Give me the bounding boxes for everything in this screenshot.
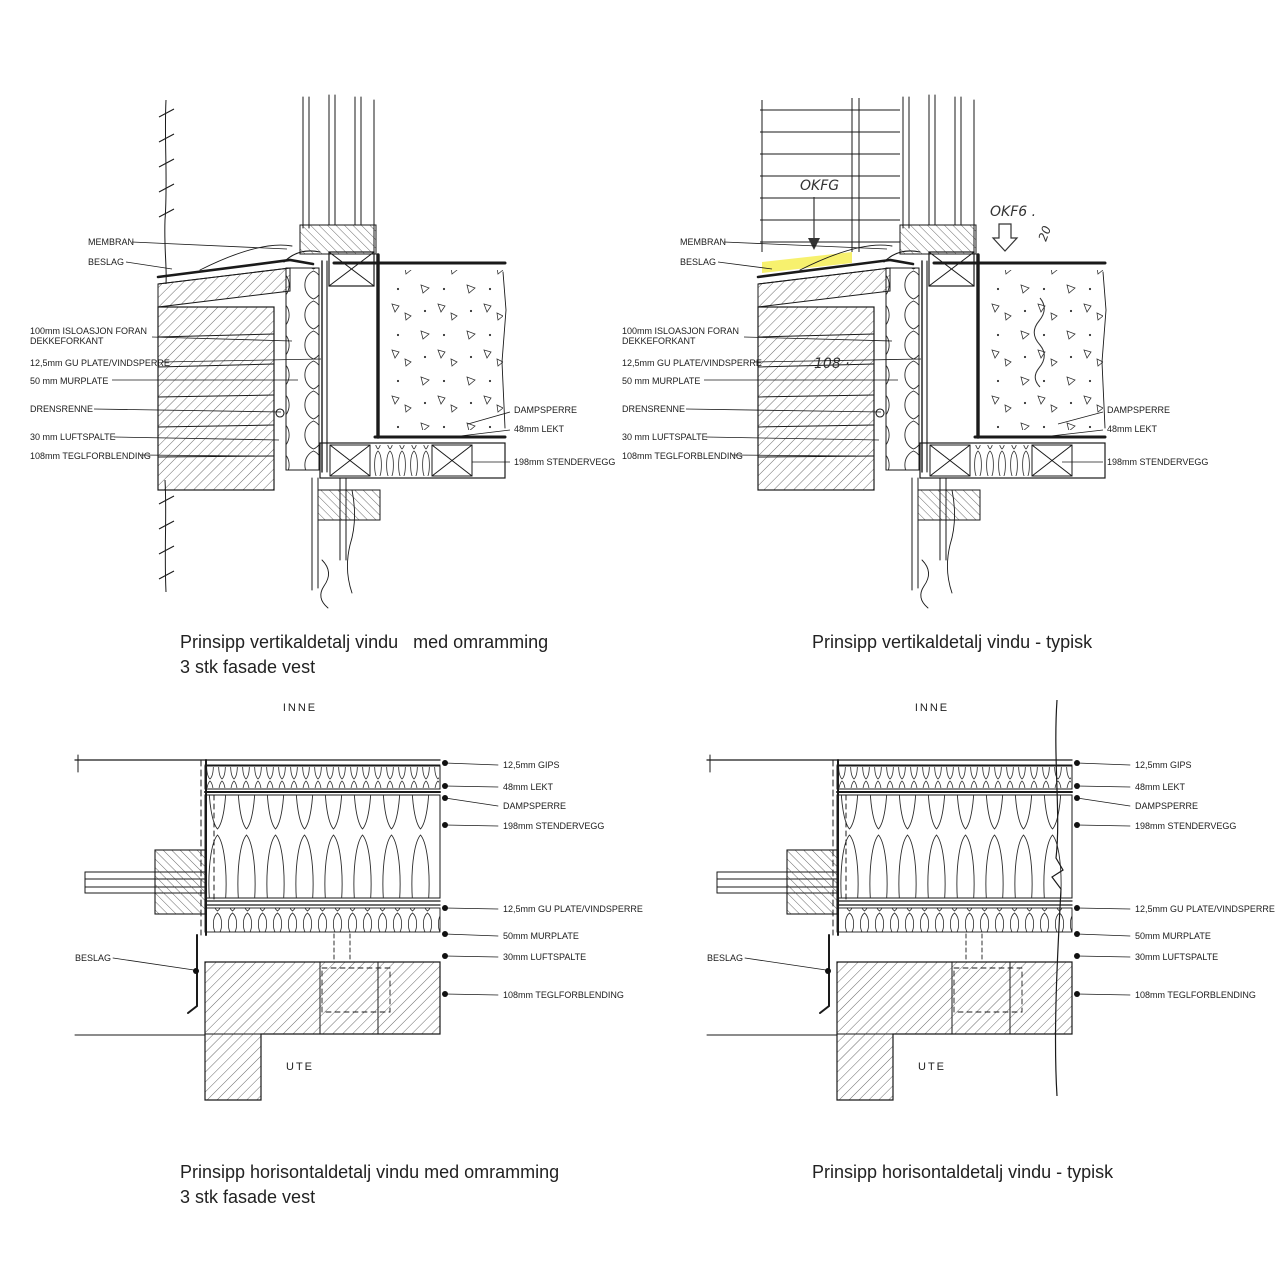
label-isolasjon-2: DEKKEFORKANT [622, 336, 696, 346]
label-gips: 12,5mm GIPS [1135, 760, 1192, 770]
label-gu-plate: 12,5mm GU PLATE/VINDSPERRE [622, 358, 762, 368]
vertical-detail-right: OKFG OKF6 . 20 108 · MEMBRAN BESLAG 100m… [622, 93, 1208, 652]
label-beslag: BESLAG [707, 953, 743, 963]
label-stendervegg: 198mm STENDERVEGG [503, 821, 604, 831]
label-gu-plate: 12,5mm GU PLATE/VINDSPERRE [503, 904, 643, 914]
label-membran: MEMBRAN [680, 237, 726, 247]
label-dampsperre: DAMPSPERRE [503, 801, 566, 811]
label-beslag: BESLAG [88, 257, 124, 267]
hollow-arrow-down-icon [991, 223, 1019, 252]
caption-horizontal-left-line2: 3 stk fasade vest [180, 1187, 315, 1207]
label-luftspalte: 30mm LUFTSPALTE [503, 952, 586, 962]
cladding-course-lines [760, 98, 900, 252]
annotation-108: 108 · [814, 356, 850, 372]
label-teglforblending: 108mm TEGLFORBLENDING [503, 990, 624, 1000]
horizontal-detail-right: INNE BESLAG 12,5mm GIPS 48mm LEKT DAMPSP… [706, 699, 1275, 1182]
label-stendervegg: 198mm STENDERVEGG [1135, 821, 1236, 831]
vertical-detail-left: MEMBRAN BESLAG 100mm ISLOASJON FORAN DEK… [30, 93, 615, 677]
vertical-detail-sketch [756, 93, 1108, 610]
zone-ute: UTE [918, 1061, 946, 1073]
label-beslag: BESLAG [75, 953, 111, 963]
label-murplate: 50 mm MURPLATE [30, 376, 108, 386]
caption-vertical-left-line1: Prinsipp vertikaldetalj vindu med omramm… [180, 632, 548, 652]
section-cut-line-icon [158, 99, 175, 593]
label-murplate: 50mm MURPLATE [503, 931, 579, 941]
label-gu-plate: 12,5mm GU PLATE/VINDSPERRE [1135, 904, 1275, 914]
label-dampsperre: DAMPSPERRE [514, 405, 577, 415]
label-beslag: BESLAG [680, 257, 716, 267]
arrow-down-icon [808, 238, 820, 250]
label-lekt: 48mm LEKT [514, 424, 565, 434]
label-drensrenne: DRENSRENNE [622, 404, 685, 414]
zone-inne: INNE [283, 702, 317, 714]
label-teglforblending: 108mm TEGLFORBLENDING [622, 451, 743, 461]
label-lekt: 48mm LEKT [1107, 424, 1158, 434]
label-gips: 12,5mm GIPS [503, 760, 560, 770]
caption-horizontal-left-line1: Prinsipp horisontaldetalj vindu med omra… [180, 1162, 559, 1182]
caption-vertical-right: Prinsipp vertikaldetalj vindu - typisk [812, 632, 1093, 652]
vertical-detail-sketch [156, 93, 508, 610]
annotation-okfg-right: OKF6 . [990, 204, 1036, 220]
handwriting-scribble [1033, 297, 1045, 388]
label-luftspalte: 30 mm LUFTSPALTE [622, 432, 708, 442]
torn-edge-line [1051, 699, 1064, 1097]
caption-vertical-left-line2: 3 stk fasade vest [180, 657, 315, 677]
label-isolasjon-1: 100mm ISLOASJON FORAN [622, 326, 739, 336]
annotation-okfg-left: OKFG [800, 178, 839, 194]
horizontal-detail-sketch [74, 754, 499, 1101]
leader-lines [685, 241, 1104, 463]
horizontal-detail-sketch [706, 754, 1131, 1101]
label-stendervegg: 198mm STENDERVEGG [1107, 457, 1208, 467]
handwritten-annotations: OKFG OKF6 . 20 108 · [800, 178, 1055, 388]
label-dampsperre: DAMPSPERRE [1107, 405, 1170, 415]
label-luftspalte: 30 mm LUFTSPALTE [30, 432, 116, 442]
label-membran: MEMBRAN [88, 237, 134, 247]
annotation-20: 20 [1036, 224, 1055, 243]
zone-inne: INNE [915, 702, 949, 714]
horizontal-detail-left: INNE BESLAG 12,5mm GIPS 48mm LEKT DAMPSP… [74, 702, 643, 1207]
caption-horizontal-right: Prinsipp horisontaldetalj vindu - typisk [812, 1162, 1114, 1182]
label-stendervegg: 198mm STENDERVEGG [514, 457, 615, 467]
label-murplate: 50 mm MURPLATE [622, 376, 700, 386]
label-lekt: 48mm LEKT [1135, 782, 1186, 792]
label-isolasjon-1: 100mm ISLOASJON FORAN [30, 326, 147, 336]
zone-ute: UTE [286, 1061, 314, 1073]
label-drensrenne: DRENSRENNE [30, 404, 93, 414]
label-lekt: 48mm LEKT [503, 782, 554, 792]
label-murplate: 50mm MURPLATE [1135, 931, 1211, 941]
label-dampsperre: DAMPSPERRE [1135, 801, 1198, 811]
label-teglforblending: 108mm TEGLFORBLENDING [1135, 990, 1256, 1000]
label-luftspalte: 30mm LUFTSPALTE [1135, 952, 1218, 962]
leader-lines [93, 241, 511, 463]
label-teglforblending: 108mm TEGLFORBLENDING [30, 451, 151, 461]
label-isolasjon-2: DEKKEFORKANT [30, 336, 104, 346]
label-gu-plate: 12,5mm GU PLATE/VINDSPERRE [30, 358, 170, 368]
